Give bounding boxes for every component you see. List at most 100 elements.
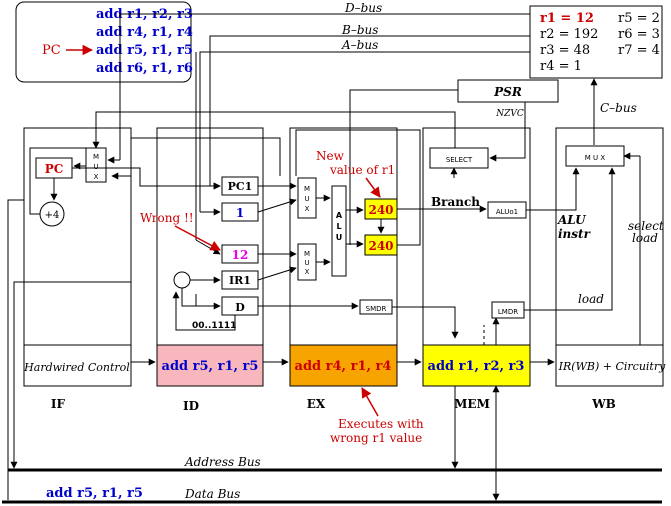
lmdr-label: LMDR xyxy=(498,308,518,316)
stage-wb-band xyxy=(555,344,664,387)
alu-u: U xyxy=(336,233,343,242)
ex-mux-top-x: X xyxy=(305,205,310,213)
b-bus-label: B–bus xyxy=(341,23,378,37)
program-box xyxy=(15,1,192,83)
program-line-2: add r4, r1, r4 xyxy=(96,25,193,40)
ex-mux-top-m: M xyxy=(304,185,310,193)
240b-to-mem xyxy=(397,236,421,246)
smdr-to-mem xyxy=(392,306,459,339)
stage-ex-band xyxy=(289,344,398,387)
program-line-3: add r5, r1, r5 xyxy=(96,43,193,58)
stage-mem-instr: add r1, r2, r3 xyxy=(428,359,525,374)
stage-label-id: ID xyxy=(183,399,199,413)
wrong-annotation: Wrong !! xyxy=(140,211,194,225)
stage-if-instr: Hardwired Control xyxy=(23,361,130,374)
imm-label: 00..1111 xyxy=(192,321,236,331)
alu-instr-label-1: ALU xyxy=(557,213,587,227)
forward-line xyxy=(295,129,421,236)
psr-to-ex xyxy=(349,89,458,245)
branch-label: Branch xyxy=(431,195,480,209)
alu-a: A xyxy=(336,211,343,220)
a-bus-line xyxy=(199,51,530,212)
new-value-annotation-2: value of r1 xyxy=(329,163,395,177)
if-to-address-bus xyxy=(10,281,131,469)
ir1-to-mux xyxy=(257,266,297,281)
plus4-label: +4 xyxy=(45,210,60,221)
select-load-label-2: load xyxy=(632,231,658,245)
pc1-label: PC1 xyxy=(228,180,253,193)
ex-mux-top-u: U xyxy=(304,195,309,203)
a-bus-label: A–bus xyxy=(341,38,378,52)
lmdr-to-wb-mux xyxy=(524,167,616,311)
psr-label: PSR xyxy=(493,85,522,99)
wrong-arrow xyxy=(174,225,221,251)
pc-register-label: PC xyxy=(45,162,64,176)
psr-flags: NZVC xyxy=(495,109,524,119)
a-to-mux xyxy=(257,198,297,213)
if-mux-x: X xyxy=(94,173,99,181)
psr-box xyxy=(457,79,559,103)
sign-extend-unit xyxy=(173,271,191,289)
stage-label-wb: WB xyxy=(591,397,616,411)
reg-r4: r4 = 1 xyxy=(540,59,582,74)
d-bus-label: D–bus xyxy=(344,1,382,15)
reg-r7: r7 = 4 xyxy=(618,43,660,58)
select-to-mux xyxy=(95,111,456,150)
ex-mux-bottom-x: X xyxy=(305,268,310,276)
stage-label-ex: EX xyxy=(307,397,326,411)
stage-label-if: IF xyxy=(51,397,66,411)
b-bus-line xyxy=(209,35,530,186)
smdr-label: SMDR xyxy=(366,305,387,313)
new-value-arrow xyxy=(365,177,381,198)
executes-arrow xyxy=(361,387,379,417)
imm-loop xyxy=(172,291,236,331)
stage-ex-instr: add r4, r1, r4 xyxy=(295,359,392,374)
aluo1-to-wb-mux xyxy=(526,167,580,211)
c-bus-label: C–bus xyxy=(600,101,637,115)
select-label: SELECT xyxy=(446,156,473,164)
stage-id-instr: add r5, r1, r5 xyxy=(162,359,259,374)
pc-to-pc1 xyxy=(72,167,221,190)
reg-r5: r5 = 2 xyxy=(618,11,660,26)
alu-out-reg-2-value: 240 xyxy=(368,239,393,253)
if-to-data-bus xyxy=(7,199,24,500)
reg-a-value-text: 1 xyxy=(236,206,244,220)
alu-unit xyxy=(331,185,347,277)
select-load-label-1: select xyxy=(628,219,664,233)
pc-pointer-label: PC xyxy=(42,43,61,58)
reg-r6: r6 = 3 xyxy=(618,27,660,42)
load-label: load xyxy=(578,292,604,306)
address-bus-label: Address Bus xyxy=(184,455,261,469)
select-unit xyxy=(429,147,489,169)
ex-mux-bottom-u: U xyxy=(304,259,309,267)
reg-r2: r2 = 192 xyxy=(540,27,598,42)
ex-mux-bottom-m: M xyxy=(304,250,310,258)
register-file xyxy=(529,5,663,79)
executes-annotation-1: Executes with xyxy=(338,417,424,431)
stage-label-mem: MEM xyxy=(454,397,490,411)
reg-r1: r1 = 12 xyxy=(540,11,594,26)
d-label: D xyxy=(235,301,245,314)
if-mux-u: U xyxy=(93,163,98,171)
reg-b-value-text: 12 xyxy=(232,248,249,262)
stage-if-band xyxy=(23,344,132,387)
psr-to-select xyxy=(489,102,526,162)
program-line-4: add r6, r1, r6 xyxy=(96,61,193,76)
bottom-instr: add r5, r1, r5 xyxy=(46,486,143,501)
stage-mem-band xyxy=(422,344,531,387)
ir1-label: IR1 xyxy=(229,274,251,287)
stage-wb-instr: IR(WB) + Circuitry xyxy=(558,360,666,373)
alu-instr-label-2: instr xyxy=(558,227,592,241)
d-bus-line xyxy=(119,13,530,160)
se-to-d xyxy=(181,288,221,310)
adder-feedback xyxy=(29,147,86,215)
alu-l: L xyxy=(336,222,341,231)
data-bus-label: Data Bus xyxy=(184,487,240,501)
new-value-annotation-1: New xyxy=(316,149,345,163)
if-id-link xyxy=(131,137,281,176)
reg-r3: r3 = 48 xyxy=(540,43,590,58)
wb-mux-label: M U X xyxy=(585,154,606,162)
alu-out-reg-1-value: 240 xyxy=(368,203,393,217)
stage-id-band xyxy=(156,344,264,387)
